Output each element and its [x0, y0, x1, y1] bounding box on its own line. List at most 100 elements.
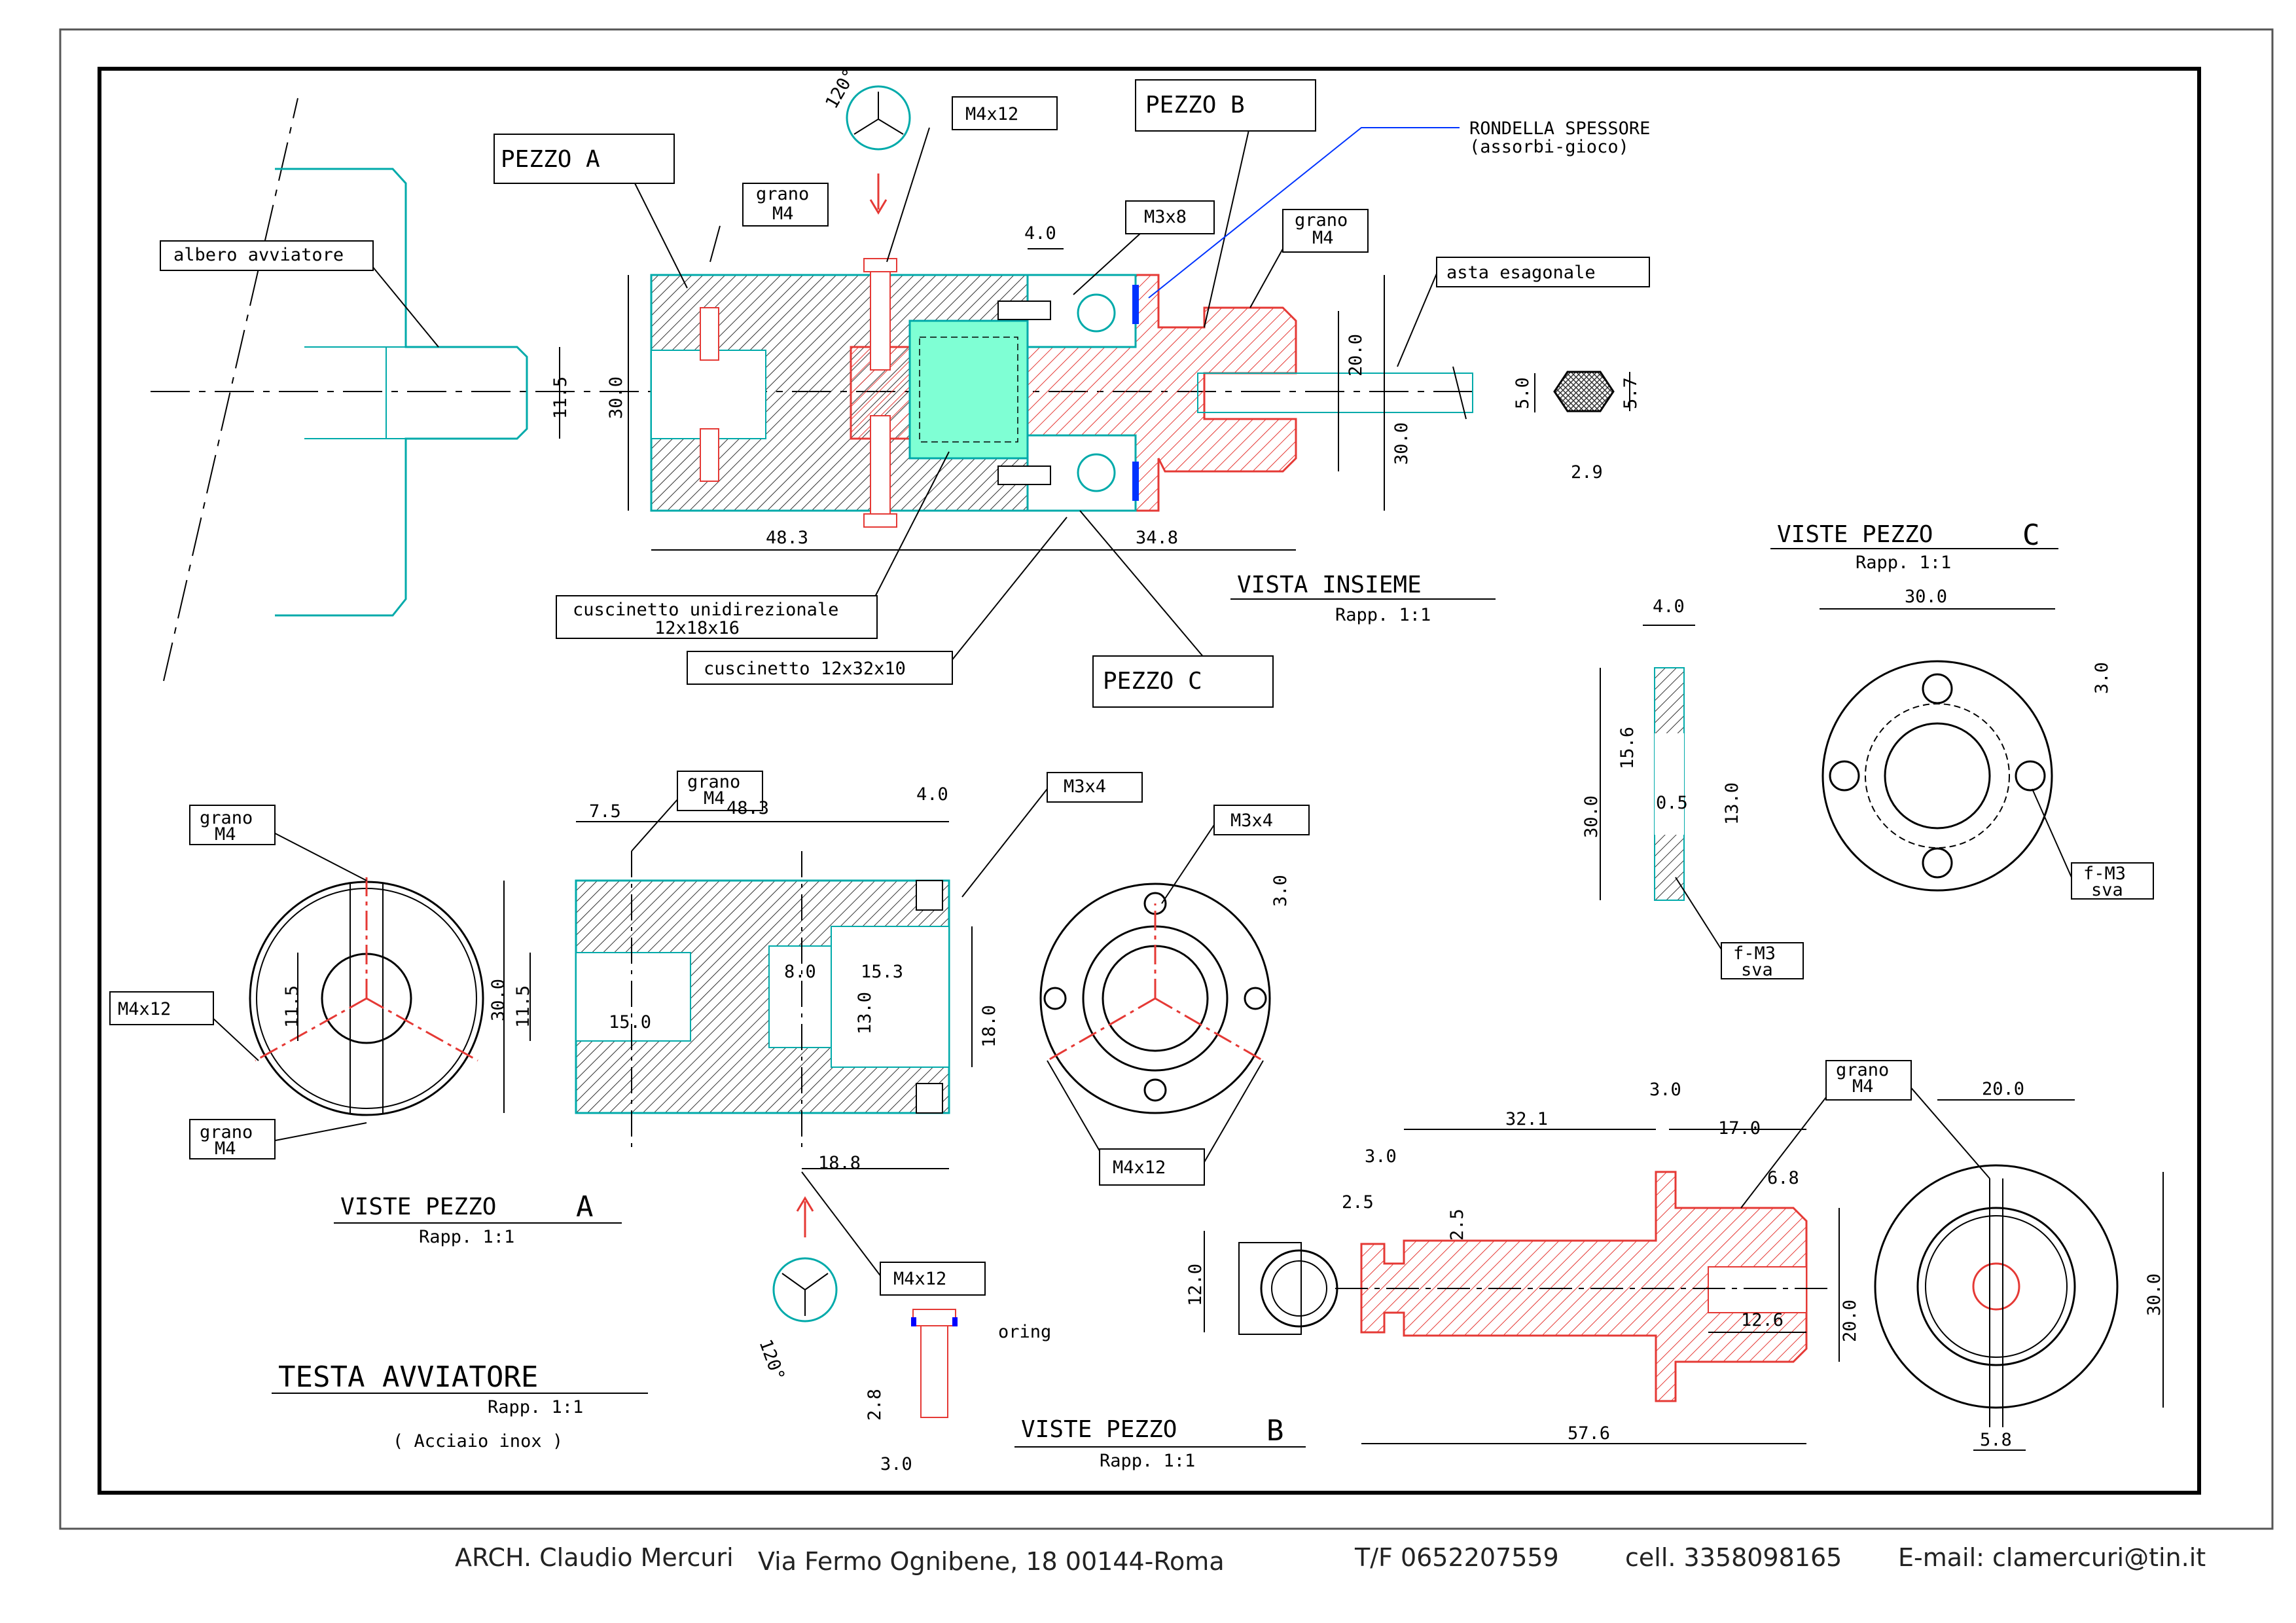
label-albero: albero avviatore — [173, 245, 344, 265]
piece-c-leaders — [1675, 788, 2072, 950]
dim-2-9: 2.9 — [1571, 462, 1603, 483]
view-a-letter: A — [576, 1190, 594, 1224]
dim-5-8: 5.8 — [1980, 1430, 2012, 1450]
dim-3-0-screw: 3.0 — [880, 1454, 912, 1474]
main-title-scale: Rapp. 1:1 — [488, 1397, 583, 1417]
dim-32-1: 32.1 — [1505, 1109, 1548, 1129]
label-m3x4-a2: M3x4 — [1230, 811, 1273, 831]
dim-2-8: 2.8 — [865, 1389, 885, 1421]
dim-0-5: 0.5 — [1656, 793, 1688, 813]
label-asta: asta esagonale — [1446, 263, 1596, 283]
label-pezzo-c: PEZZO C — [1103, 668, 1202, 695]
dim-13-0-a: 13.0 — [855, 992, 875, 1034]
label-angle-top: 120° — [821, 65, 860, 113]
inner-frame — [98, 67, 2201, 1495]
dim-13-0-c: 13.0 — [1722, 782, 1742, 825]
footer-tel: T/F 0652207559 — [1354, 1543, 1559, 1572]
dim-5-7: 5.7 — [1621, 377, 1641, 409]
dim-48-3: 48.3 — [766, 528, 808, 548]
piece-a-leaders — [212, 788, 1264, 1281]
label-sva-c2: sva — [2091, 880, 2123, 900]
label-oring: oring — [998, 1322, 1051, 1342]
footer-cell: cell. 3358098165 — [1625, 1543, 1842, 1572]
label-grano-a1: grano — [200, 808, 253, 828]
piece-b-leaders — [1740, 1080, 1990, 1209]
dim-5-0: 5.0 — [1513, 377, 1533, 409]
dim-30-0-sec: 30.0 — [488, 979, 509, 1021]
view-c-letter: C — [2022, 519, 2040, 552]
view-c-title: VISTE PEZZO — [1777, 521, 1933, 548]
label-m4-1: M4 — [772, 204, 794, 224]
footer-email[interactable]: E-mail: clamercuri@tin.it — [1898, 1543, 2206, 1572]
dim-2-5-b1: 2.5 — [1342, 1192, 1374, 1213]
outer-frame — [59, 28, 2274, 1530]
view-insieme-scale: Rapp. 1:1 — [1335, 605, 1431, 625]
dim-3-0-flange: 3.0 — [1270, 875, 1291, 907]
dim-12-0: 12.0 — [1185, 1264, 1206, 1306]
dim-48-3-a: 48.3 — [726, 798, 769, 818]
assembly-leaders — [363, 124, 1460, 668]
view-a-title: VISTE PEZZO — [340, 1194, 496, 1220]
dim-18-8: 18.8 — [818, 1153, 861, 1173]
dim-30-0-b2: 30.0 — [2144, 1273, 2164, 1316]
label-grano-a2: grano — [200, 1122, 253, 1142]
dim-4-0-a: 4.0 — [916, 784, 948, 805]
dim-30-0-b: 30.0 — [1391, 422, 1412, 465]
label-rondella-1: RONDELLA SPESSORE — [1469, 119, 1650, 139]
view-b-letter: B — [1266, 1414, 1284, 1448]
label-m4x12-a: M4x12 — [118, 999, 171, 1019]
label-grano-2: grano — [1295, 210, 1348, 230]
assembly-view — [151, 85, 1630, 682]
dim-4-0-top: 4.0 — [1024, 223, 1056, 244]
label-m4x12-flange: M4x12 — [1113, 1158, 1166, 1178]
dim-15-3: 15.3 — [861, 962, 903, 982]
label-pezzo-b: PEZZO B — [1145, 92, 1245, 119]
label-m3x4-a1: M3x4 — [1064, 776, 1106, 797]
footer-address: Via Fermo Ognibene, 18 00144-Roma — [758, 1547, 1225, 1576]
dim-7-5: 7.5 — [589, 801, 621, 822]
label-m4-2: M4 — [1312, 228, 1334, 248]
view-b-title: VISTE PEZZO — [1021, 1416, 1177, 1443]
label-m3x8: M3x8 — [1144, 207, 1187, 227]
dim-34-8: 34.8 — [1136, 528, 1178, 548]
main-title: TESTA AVVIATORE — [278, 1360, 538, 1394]
dim-30-0-c1: 30.0 — [1905, 587, 1947, 607]
label-rondella-2: (assorbi-gioco) — [1469, 137, 1629, 157]
label-m4-a2: M4 — [215, 1139, 236, 1159]
dim-15-0: 15.0 — [609, 1012, 651, 1032]
piece-a-views — [249, 821, 1271, 1418]
dim-20-0-b: 20.0 — [1840, 1300, 1860, 1342]
dim-2-5-b2: 2.5 — [1447, 1209, 1467, 1241]
view-a-scale: Rapp. 1:1 — [419, 1227, 514, 1247]
label-fm3-c1: f-M3 — [1733, 943, 1776, 964]
main-title-material: ( Acciaio inox ) — [393, 1431, 563, 1451]
label-angle-bottom: 120° — [755, 1337, 788, 1384]
view-c-scale: Rapp. 1:1 — [1856, 553, 1951, 573]
dim-17-0: 17.0 — [1718, 1118, 1761, 1139]
footer-name: ARCH. Claudio Mercuri — [455, 1543, 734, 1572]
dim-4-0-c: 4.0 — [1653, 596, 1685, 617]
label-m4-a1: M4 — [215, 824, 236, 845]
label-grano-a3: grano — [687, 772, 740, 792]
dim-57-6: 57.6 — [1568, 1423, 1610, 1444]
view-b-scale: Rapp. 1:1 — [1100, 1451, 1195, 1471]
dim-12-6: 12.6 — [1741, 1310, 1784, 1330]
dim-20-0-b2: 20.0 — [1982, 1079, 2024, 1099]
label-m4-b: M4 — [1852, 1076, 1874, 1097]
label-pezzo-a: PEZZO A — [501, 146, 600, 173]
dim-18-0: 18.0 — [979, 1005, 999, 1048]
label-fm3-c2: f-M3 — [2083, 864, 2126, 884]
piece-c-views — [1600, 608, 2055, 901]
dim-11-5: 11.5 — [550, 376, 571, 419]
view-insieme-title: VISTA INSIEME — [1237, 572, 1422, 598]
dim-6-8: 6.8 — [1767, 1168, 1799, 1188]
label-grano-1: grano — [756, 184, 809, 204]
label-sva-c1: sva — [1741, 960, 1773, 980]
label-grano-b: grano — [1836, 1060, 1889, 1080]
label-cuscinetto-uni: cuscinetto unidirezionale — [573, 600, 838, 620]
dim-15-6: 15.6 — [1617, 727, 1638, 769]
label-m4x12-screw: M4x12 — [893, 1269, 946, 1289]
dim-3-0-b2: 3.0 — [1365, 1146, 1397, 1167]
dim-11-5-sec: 11.5 — [513, 985, 533, 1028]
